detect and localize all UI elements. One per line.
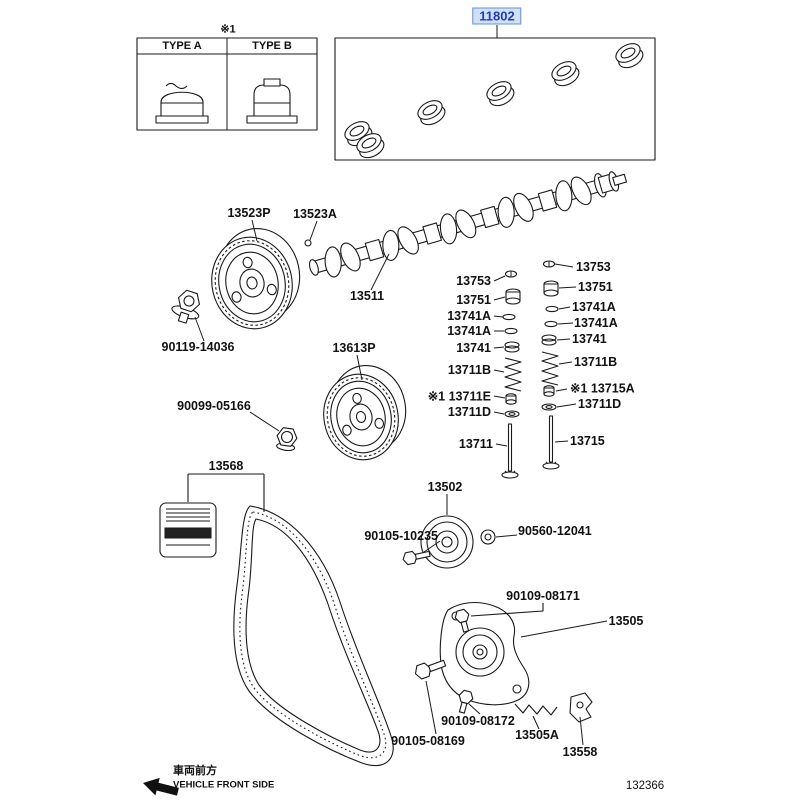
type-b-header: TYPE B (252, 40, 292, 52)
part-label-90105-10235[interactable]: 90105-10235 (364, 529, 438, 543)
part-label-13711b-left[interactable]: 13711B (447, 363, 491, 377)
camshaft-timing-pulley-2-drawing (323, 364, 407, 461)
pulley-nut-drawing (276, 427, 298, 452)
part-label-13523a[interactable]: 13523A (293, 207, 337, 221)
pulley-bolt-drawing (171, 289, 201, 324)
part-label-13511[interactable]: 13511 (349, 289, 385, 303)
cap-type-b-drawing (246, 78, 298, 124)
tensioner-bolt-lower-drawing (458, 689, 474, 714)
part-label-13751-right[interactable]: 13751 (578, 280, 613, 294)
tensioner-bolt-upper-drawing (454, 608, 470, 633)
part-label-11802-selected[interactable]: 11802 (472, 7, 522, 25)
part-label-13711d-left[interactable]: 13711D (447, 405, 491, 419)
bearing-shells-drawing (344, 43, 644, 159)
camshaft-drawing (308, 171, 628, 278)
front-side-label-jp: 車両前方 (173, 765, 217, 777)
part-label-90099-05166[interactable]: 90099-05166 (177, 399, 251, 413)
idler-pulley-drawing (420, 515, 474, 569)
leader-lines (187, 25, 608, 746)
part-label-13558[interactable]: 13558 (562, 745, 598, 759)
tensioner-spring-drawing (514, 703, 558, 716)
part-label-13741a-left-2[interactable]: 13741A (447, 324, 491, 338)
type-a-header: TYPE A (162, 40, 202, 52)
part-label-13741-right[interactable]: 13741 (572, 332, 607, 346)
part-label-13741a-right-2[interactable]: 13741A (574, 316, 618, 330)
front-side-label-en: VEHICLE FRONT SIDE (173, 779, 275, 791)
front-direction-arrow-icon (143, 777, 179, 796)
part-label-13753-left[interactable]: 13753 (456, 274, 491, 288)
valve-right-stack-drawing (541, 260, 560, 470)
idler-washer-drawing (480, 529, 496, 545)
part-label-13715[interactable]: 13715 (570, 434, 605, 448)
cap-type-a-drawing (155, 82, 209, 124)
idler-bolt-drawing (402, 550, 431, 566)
part-label-13505[interactable]: 13505 (608, 614, 644, 628)
belt-guide-drawing (569, 692, 593, 723)
part-label-13741a-left-1[interactable]: 13741A (447, 309, 491, 323)
timing-belt-drawing (233, 505, 394, 767)
part-label-13715a-right[interactable]: ※1 13715A (570, 381, 635, 396)
part-label-13711d-right[interactable]: 13711D (578, 397, 622, 411)
part-label-13613p[interactable]: 13613P (332, 341, 376, 355)
pulley-washer-drawing (304, 239, 312, 247)
part-label-13568[interactable]: 13568 (208, 459, 244, 473)
part-label-13711b-right[interactable]: 13711B (574, 355, 618, 369)
part-label-13741a-right-1[interactable]: 13741A (572, 300, 616, 314)
part-label-13741-left[interactable]: 13741 (456, 341, 491, 355)
part-label-13505a[interactable]: 13505A (515, 728, 559, 742)
part-label-13751-left[interactable]: 13751 (456, 293, 491, 307)
part-label-13711[interactable]: 13711 (458, 437, 493, 451)
tensioner-bolt-front-drawing (414, 659, 447, 680)
tensioner-bracket-drawing (439, 601, 530, 706)
part-label-90105-08169[interactable]: 90105-08169 (391, 734, 465, 748)
part-label-13502[interactable]: 13502 (427, 480, 463, 494)
part-label-90109-08172[interactable]: 90109-08172 (441, 714, 515, 728)
part-label-13753-right[interactable]: 13753 (576, 260, 611, 274)
drawing-code: 132366 (625, 780, 665, 792)
valve-left-stack-drawing (501, 270, 522, 479)
part-label-13711e-left[interactable]: ※1 13711E (427, 389, 491, 404)
part-label-90560-12041[interactable]: 90560-12041 (518, 524, 592, 538)
part-label-90109-08171[interactable]: 90109-08171 (506, 589, 580, 603)
belt-section-drawing (159, 502, 217, 558)
part-label-13523p[interactable]: 13523P (227, 206, 271, 220)
note-marker: ※1 (220, 23, 236, 36)
camshaft-timing-pulley-1-drawing (211, 227, 301, 330)
part-label-90119-14036[interactable]: 90119-14036 (161, 340, 235, 354)
